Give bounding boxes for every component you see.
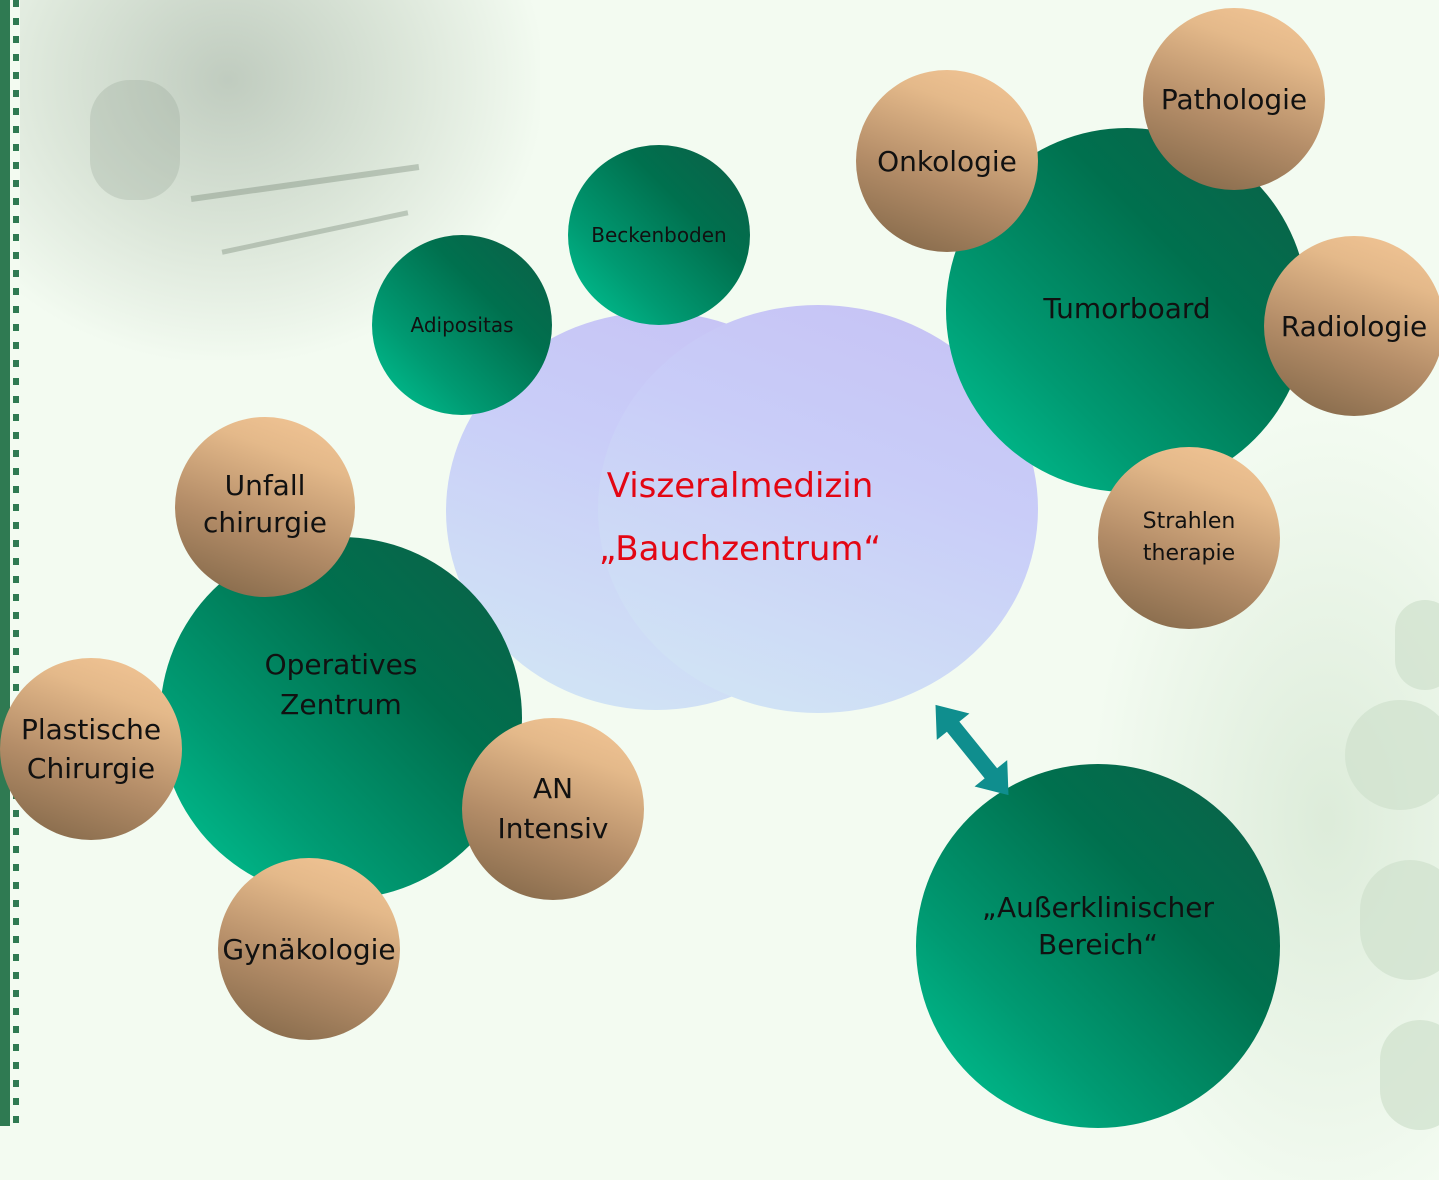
adipositas-node: Adipositas <box>372 235 552 415</box>
beckenboden-node: Beckenboden <box>568 145 750 325</box>
radiologie-label: Radiologie <box>1280 309 1428 343</box>
strahlentherapie-label: Strahlen therapie <box>1142 509 1236 566</box>
an-intensiv-label: AN Intensiv <box>497 772 609 845</box>
operatives-zentrum-node: Operatives Zentrum <box>160 537 522 899</box>
onkologie-label: Onkologie <box>877 144 1017 178</box>
unfallchirurgie-node: Unfall chirurgie <box>175 417 355 597</box>
plastische-chirurgie-label: Plastische Chirurgie <box>20 713 162 785</box>
ausserklinisch-node: „Außerklinischer Bereich“ <box>916 764 1280 1128</box>
operatives-zentrum-label: Operatives Zentrum <box>264 648 418 721</box>
radiologie-node: Radiologie <box>1264 236 1439 416</box>
tumorboard-label: Tumorboard <box>1043 291 1211 325</box>
background-caduceus-detail <box>1380 1020 1439 1130</box>
double-headed-arrow-icon <box>935 704 1009 796</box>
center-title: Viszeralmedizin <box>606 466 874 506</box>
plastische-chirurgie-node: Plastische Chirurgie <box>0 658 182 840</box>
center-label: Viszeralmedizin „Bauchzentrum“ <box>540 455 940 581</box>
unfallchirurgie-label: Unfall chirurgie <box>203 469 327 539</box>
pathologie-node: Pathologie <box>1143 8 1325 190</box>
center-subtitle: „Bauchzentrum“ <box>598 529 882 569</box>
left-edge-dashes <box>13 0 19 1126</box>
gynaekologie-node: Gynäkologie <box>218 858 400 1040</box>
pathologie-label: Pathologie <box>1160 82 1308 116</box>
ausserklinisch-label: „Außerklinischer Bereich“ <box>981 891 1215 961</box>
onkologie-node: Onkologie <box>856 70 1038 252</box>
background-caduceus-detail <box>1345 700 1439 810</box>
adipositas-label: Adipositas <box>410 313 514 337</box>
left-edge-strip <box>0 0 10 1126</box>
background-photo-detail <box>90 80 180 200</box>
background-caduceus-detail <box>1360 860 1439 980</box>
background-caduceus-detail <box>1395 600 1439 690</box>
an-intensiv-node: AN Intensiv <box>462 718 644 900</box>
gynaekologie-label: Gynäkologie <box>222 932 396 966</box>
strahlentherapie-node: Strahlen therapie <box>1098 447 1280 629</box>
beckenboden-label: Beckenboden <box>591 223 727 247</box>
